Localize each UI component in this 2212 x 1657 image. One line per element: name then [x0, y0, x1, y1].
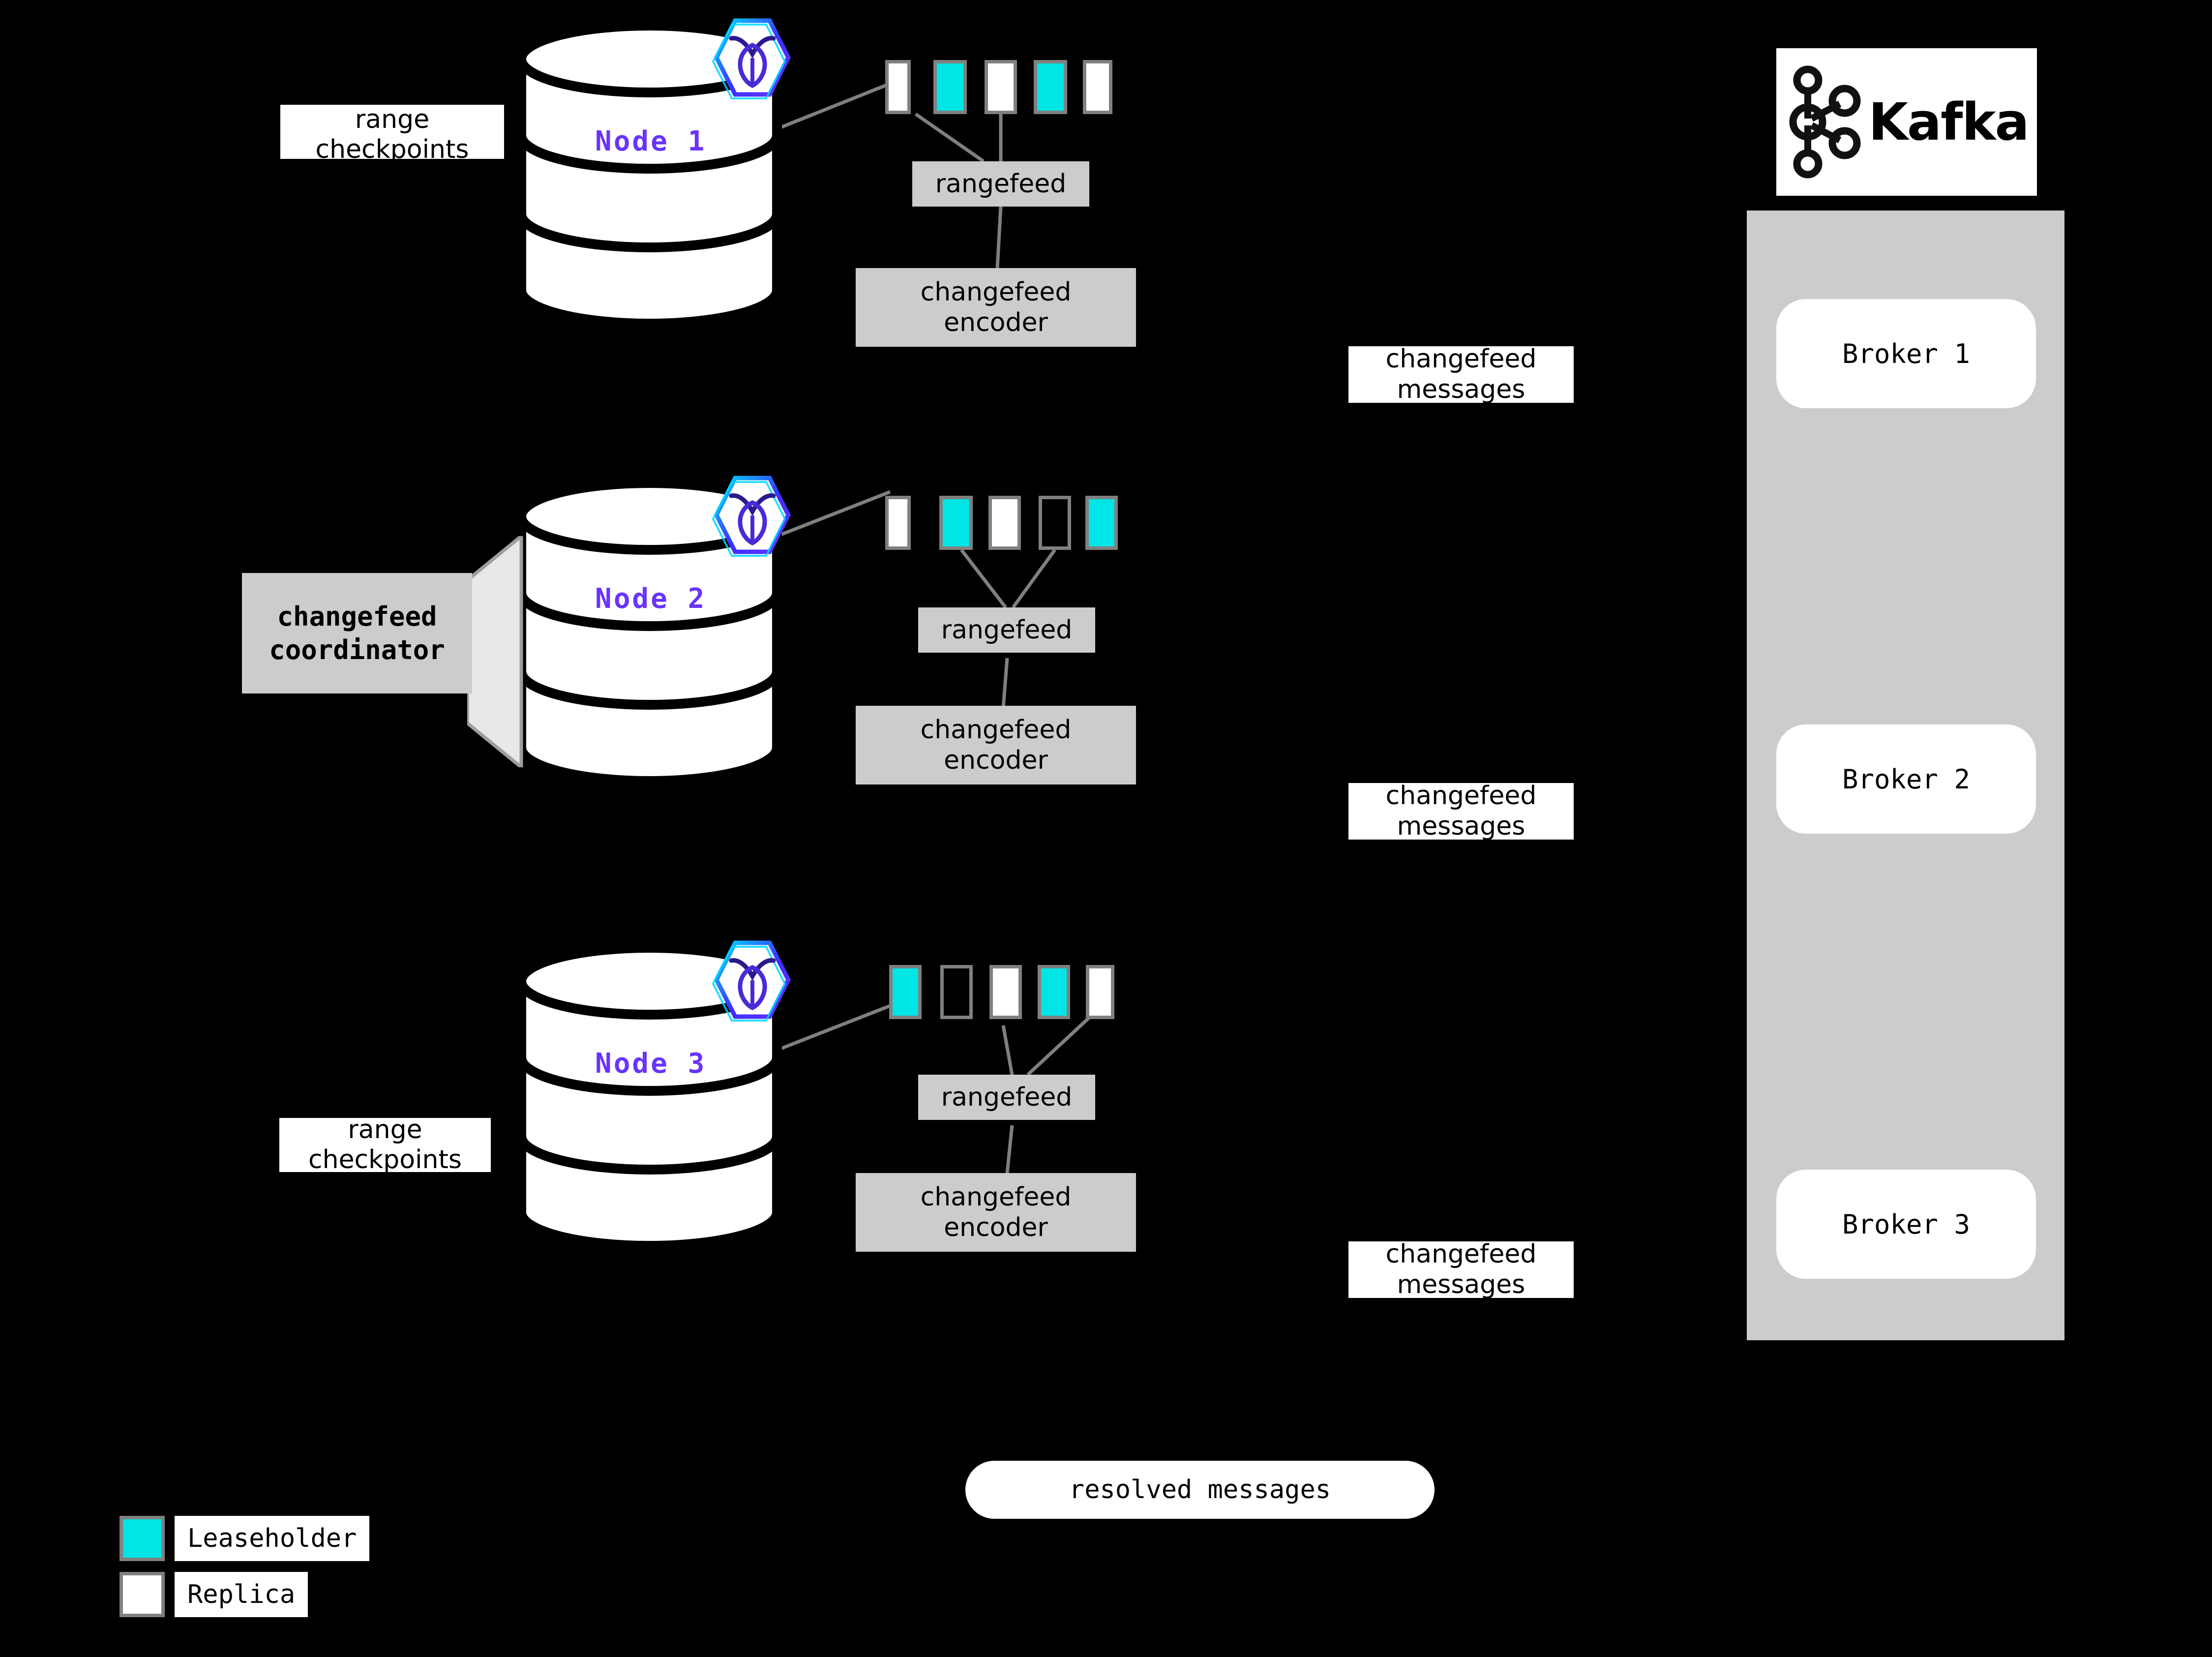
- broker-1[interactable]: Broker 1: [1776, 299, 2036, 408]
- changefeed-encoder-box[interactable]: changefeed encoder: [856, 268, 1136, 347]
- broker-3[interactable]: Broker 3: [1776, 1170, 2036, 1279]
- legend-swatch-leaseholder: [120, 1516, 165, 1561]
- range-box[interactable]: [885, 60, 911, 114]
- range-box[interactable]: [1039, 496, 1071, 550]
- range-box[interactable]: [1038, 965, 1070, 1019]
- broker-2[interactable]: Broker 2: [1776, 724, 2036, 834]
- kafka-logo-box: Kafka: [1776, 48, 2037, 196]
- range-box[interactable]: [985, 60, 1017, 114]
- kafka-broker-panel: Broker 1 Broker 2 Broker 3: [1747, 211, 2064, 1340]
- rangefeed-box[interactable]: rangefeed: [918, 607, 1095, 653]
- kafka-wordmark: Kafka: [1868, 92, 2029, 152]
- changefeed-encoder-box[interactable]: changefeed encoder: [856, 706, 1136, 784]
- changefeed-messages-label: changefeed messages: [1348, 781, 1574, 841]
- node-3-label: Node 3: [595, 1048, 707, 1080]
- changefeed-messages-label: changefeed messages: [1348, 344, 1574, 404]
- range-box[interactable]: [940, 965, 973, 1019]
- cockroachdb-hexagon-icon: [708, 472, 797, 560]
- resolved-messages-pill[interactable]: resolved messages: [965, 1461, 1435, 1519]
- range-checkpoints-label: range checkpoints: [279, 1115, 491, 1175]
- range-box[interactable]: [989, 965, 1022, 1019]
- node-1-cylinder: [516, 22, 782, 327]
- range-box[interactable]: [889, 965, 922, 1019]
- cockroachdb-hexagon-icon: [708, 937, 797, 1025]
- cockroachdb-hexagon-icon: [708, 15, 797, 103]
- legend-label-replica: Replica: [175, 1572, 308, 1617]
- range-box[interactable]: [1083, 60, 1112, 114]
- legend-label-leaseholder: Leaseholder: [175, 1516, 370, 1561]
- kafka-node-graph-icon: [1789, 65, 1861, 179]
- changefeed-coordinator-box[interactable]: changefeed coordinator: [242, 573, 472, 693]
- range-checkpoints-label: range checkpoints: [280, 105, 504, 164]
- range-box[interactable]: [885, 496, 911, 550]
- coordinator-wedge: [467, 536, 523, 767]
- node-3-cylinder: [516, 944, 782, 1249]
- changefeed-messages-label: changefeed messages: [1348, 1239, 1574, 1299]
- range-box[interactable]: [939, 496, 973, 550]
- changefeed-encoder-box[interactable]: changefeed encoder: [856, 1173, 1136, 1252]
- range-box[interactable]: [933, 60, 967, 114]
- node-2-label: Node 2: [595, 583, 707, 615]
- range-box[interactable]: [1086, 965, 1114, 1019]
- rangefeed-box[interactable]: rangefeed: [912, 161, 1089, 207]
- legend-swatch-replica: [120, 1572, 165, 1617]
- node-1-label: Node 1: [595, 125, 707, 157]
- rangefeed-box[interactable]: rangefeed: [918, 1075, 1095, 1120]
- range-box[interactable]: [1085, 496, 1118, 550]
- range-box[interactable]: [1034, 60, 1067, 114]
- range-box[interactable]: [988, 496, 1021, 550]
